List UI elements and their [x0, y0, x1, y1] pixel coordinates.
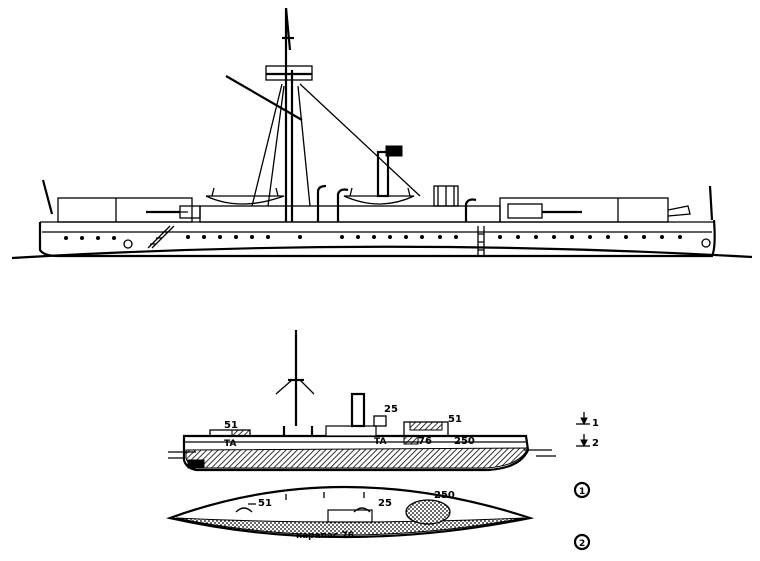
armour-25-mount	[373, 415, 387, 427]
label-ta-aft: TA	[374, 437, 386, 447]
legend: 1 2 1 2	[573, 412, 599, 551]
water-ripples	[168, 449, 556, 459]
label-51-aft: 51	[448, 414, 462, 425]
plan-label-carapace: карапас 76	[296, 531, 354, 541]
armour-aft-gun-shield	[409, 421, 443, 431]
plan-label-51: 51	[258, 498, 272, 509]
legend-circle-2-label: 2	[579, 539, 585, 549]
armour-hull-outline	[182, 434, 530, 472]
waterline	[11, 245, 753, 260]
jack-staff	[41, 179, 54, 215]
plan-label-25: 25	[378, 498, 392, 509]
stern-boat	[667, 205, 691, 217]
armour-funnel	[350, 392, 366, 428]
vent-1	[316, 184, 327, 222]
funnel	[376, 150, 390, 198]
boat-aft	[343, 195, 415, 205]
large-side-profile	[11, 7, 753, 260]
gangway-fwd	[147, 225, 175, 249]
vent-2	[336, 188, 349, 222]
armour-profile: 51 TA 25 51 TA 76 250	[168, 330, 556, 472]
ensign-staff	[708, 185, 714, 221]
stay-aft	[299, 83, 421, 197]
legend-label-2: 2	[592, 438, 599, 449]
legend-circle-1-label: 1	[579, 487, 585, 497]
portholes	[64, 235, 682, 240]
aft-gun-mount	[507, 203, 543, 219]
bow-ram	[187, 459, 205, 469]
plan-deckhouse	[327, 509, 373, 523]
label-51-fwd: 51	[224, 420, 238, 431]
vent-3	[464, 198, 477, 222]
label-ta-fwd: TA	[224, 439, 236, 449]
legend-circle-1	[573, 481, 591, 499]
plan-51-mount	[235, 507, 253, 513]
funnel-cap	[385, 145, 403, 157]
stern-anchor	[701, 238, 711, 248]
plan-outline	[166, 485, 535, 539]
label-250-profile: 250	[454, 436, 475, 447]
fore-superstructure	[57, 197, 193, 223]
armour-deckhouse	[325, 425, 377, 437]
label-76: 76	[418, 436, 432, 447]
deck-plan: 51 25 250 карапас 76	[166, 485, 535, 541]
bow-anchor	[123, 239, 133, 249]
hull-outline	[38, 219, 716, 258]
gangway-aft	[477, 226, 485, 256]
central-deckhouse	[199, 205, 501, 223]
armour-76-box	[403, 435, 419, 445]
derrick	[225, 75, 303, 121]
shroud-fwd	[251, 83, 283, 207]
plan-turret-250	[405, 499, 451, 525]
boat-fwd	[205, 195, 285, 205]
plan-label-250: 250	[434, 490, 455, 501]
shroud-aft	[297, 85, 311, 207]
armour-belt-250	[185, 447, 529, 469]
legend-circle-2	[573, 533, 591, 551]
label-25: 25	[384, 404, 398, 415]
legend-label-1: 1	[592, 418, 599, 429]
